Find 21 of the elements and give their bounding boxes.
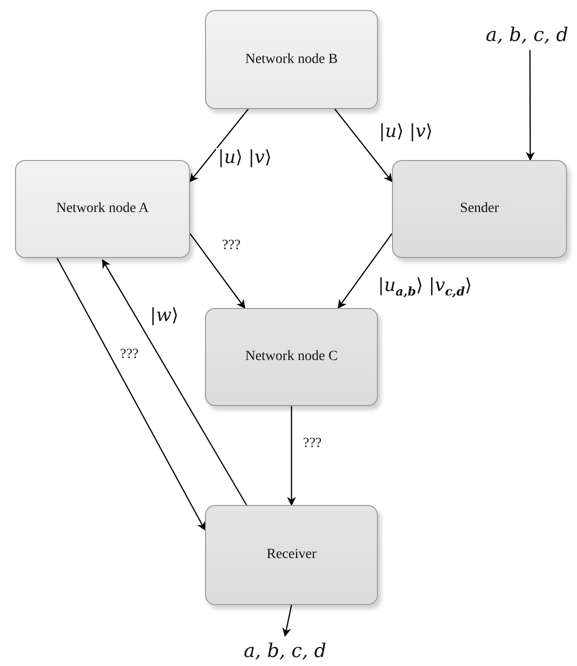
arrow	[287, 406, 296, 506]
node-label: Network node C	[245, 349, 338, 365]
arrow	[102, 259, 248, 506]
math-label: a, b, c, d	[486, 24, 568, 46]
node-label: Network node B	[245, 52, 338, 68]
arrow	[189, 108, 249, 182]
arrow	[526, 50, 535, 161]
process-box	[15, 160, 190, 258]
process-box	[205, 308, 378, 406]
process-box	[205, 10, 378, 109]
node-label: Network node A	[56, 201, 149, 217]
arrow	[338, 233, 392, 309]
arrow	[56, 258, 206, 531]
node-label: Receiver	[266, 547, 316, 563]
arrow	[190, 233, 246, 309]
arrow	[282, 604, 292, 637]
process-box	[205, 505, 378, 605]
node-label: Sender	[460, 201, 499, 217]
process-box	[392, 160, 567, 258]
arrow	[334, 108, 393, 182]
math-label: a, b, c, d	[244, 640, 326, 662]
